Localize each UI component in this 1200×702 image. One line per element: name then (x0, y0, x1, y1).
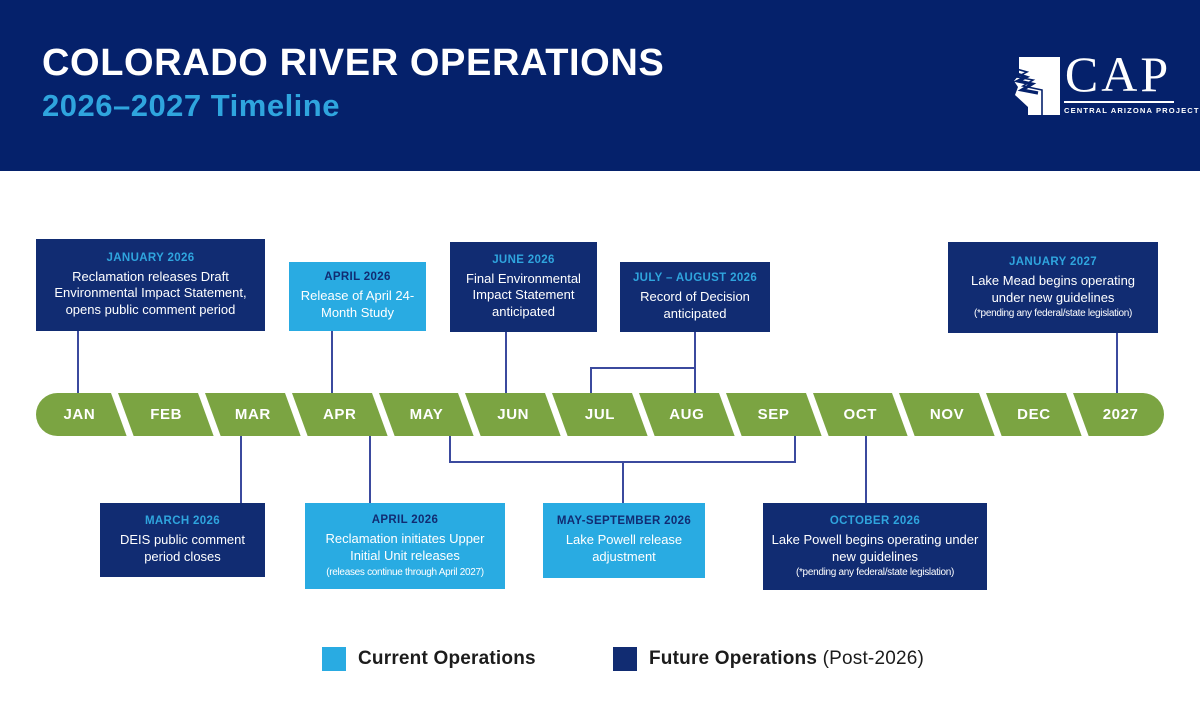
cap-logo-rule (1064, 101, 1174, 103)
future-operations-swatch (613, 647, 637, 671)
month-label-nov: NOV (929, 406, 965, 423)
event-box-mar2026: MARCH 2026 DEIS public comment period cl… (100, 503, 265, 577)
event-date: APRIL 2026 (371, 514, 439, 527)
month-label-may: MAY (409, 406, 444, 423)
connector-oct2026 (865, 435, 867, 503)
month-label-2027: 2027 (1102, 406, 1139, 423)
event-text: Lake Mead begins operating under new gui… (970, 272, 1136, 305)
month-label-mar: MAR (234, 406, 271, 423)
event-date: APRIL 2026 (324, 271, 391, 284)
event-box-apr2026-top: APRIL 2026 Release of April 24-Month Stu… (289, 262, 426, 331)
cap-logo-acronym: CAP (1064, 46, 1172, 102)
month-label-aug: AUG (669, 406, 705, 423)
legend-future-operations: Future Operations (Post-2026) (613, 647, 924, 671)
event-text: Record of Decision anticipated (640, 288, 750, 321)
header-banner: COLORADO RIVER OPERATIONS 2026–2027 Time… (0, 0, 1200, 171)
event-text: Lake Powell begins operating under new g… (771, 531, 979, 564)
legend-label: Future Operations (Post-2026) (649, 648, 924, 670)
event-box-maysep2026: MAY-SEPTEMBER 2026 Lake Powell release a… (543, 503, 705, 578)
month-label-feb: FEB (150, 406, 183, 423)
connector-julaug-bar (590, 367, 696, 369)
connector-julaug-stem (694, 332, 696, 369)
connector-maysep-left (449, 435, 451, 463)
legend-current-operations: Current Operations (322, 647, 536, 671)
timeline-bar: JAN FEB MAR APR MAY JUN JUL AUG SEP OCT … (36, 393, 1164, 436)
connector-maysep-right (794, 435, 796, 463)
event-box-apr2026-bottom: APRIL 2026 Reclamation initiates Upper I… (305, 503, 505, 589)
event-date: JANUARY 2027 (1009, 255, 1097, 268)
current-operations-swatch (322, 647, 346, 671)
legend-label-bold: Future Operations (649, 648, 818, 669)
month-label-jan: JAN (63, 406, 96, 423)
event-text: Final Environmental Impact Statement ant… (466, 270, 581, 319)
month-label-apr: APR (322, 406, 357, 423)
legend-label-normal: (Post-2026) (817, 648, 925, 669)
event-box-jun2026: JUNE 2026 Final Environmental Impact Sta… (450, 242, 597, 332)
event-date: JULY – AUGUST 2026 (632, 271, 758, 284)
connector-mar2026 (240, 435, 242, 503)
event-box-oct2026: OCTOBER 2026 Lake Powell begins operatin… (763, 503, 987, 590)
event-text: Reclamation initiates Upper Initial Unit… (325, 531, 485, 563)
connector-julaug-right (694, 367, 696, 394)
event-note: (*pending any federal/state legislation) (973, 308, 1133, 320)
event-text: Reclamation releases Draft Environmental… (54, 268, 247, 317)
event-date: MARCH 2026 (144, 514, 221, 527)
connector-apr2026-top (331, 330, 333, 394)
event-date: MAY-SEPTEMBER 2026 (556, 515, 692, 528)
cap-logo-name: CENTRAL ARIZONA PROJECT (1064, 106, 1200, 115)
cap-logo: CAP CENTRAL ARIZONA PROJECT (1012, 46, 1200, 123)
month-label-jul: JUL (584, 406, 616, 423)
month-label-jun: JUN (497, 406, 530, 423)
legend-label: Current Operations (358, 648, 536, 669)
connector-jan2027 (1116, 332, 1118, 394)
event-date: JUNE 2026 (492, 253, 555, 266)
event-text: Lake Powell release adjustment (565, 532, 683, 564)
connector-apr2026-bottom (369, 435, 371, 503)
page-title: COLORADO RIVER OPERATIONS (42, 42, 665, 84)
page-subtitle: 2026–2027 Timeline (42, 88, 340, 123)
connector-jun2026 (505, 332, 507, 394)
event-box-julaug2026: JULY – AUGUST 2026 Record of Decision an… (620, 262, 770, 332)
event-box-jan2027: JANUARY 2027 Lake Mead begins operating … (948, 242, 1158, 333)
arizona-state-icon (1012, 57, 1060, 115)
connector-jan2026 (77, 330, 79, 394)
event-date: OCTOBER 2026 (829, 514, 921, 527)
event-box-jan2026: JANUARY 2026 Reclamation releases Draft … (36, 239, 265, 331)
month-label-dec: DEC (1017, 406, 1051, 423)
connector-maysep-stem (622, 461, 624, 503)
month-label-oct: OCT (843, 406, 878, 423)
event-note: (*pending any federal/state legislation) (795, 567, 955, 579)
event-date: JANUARY 2026 (106, 251, 195, 264)
event-note: (releases continue through April 2027) (326, 566, 484, 578)
event-text: Release of April 24-Month Study (300, 288, 415, 320)
month-label-sep: SEP (757, 406, 790, 423)
connector-julaug-left (590, 367, 592, 394)
event-text: DEIS public comment period closes (120, 531, 245, 564)
